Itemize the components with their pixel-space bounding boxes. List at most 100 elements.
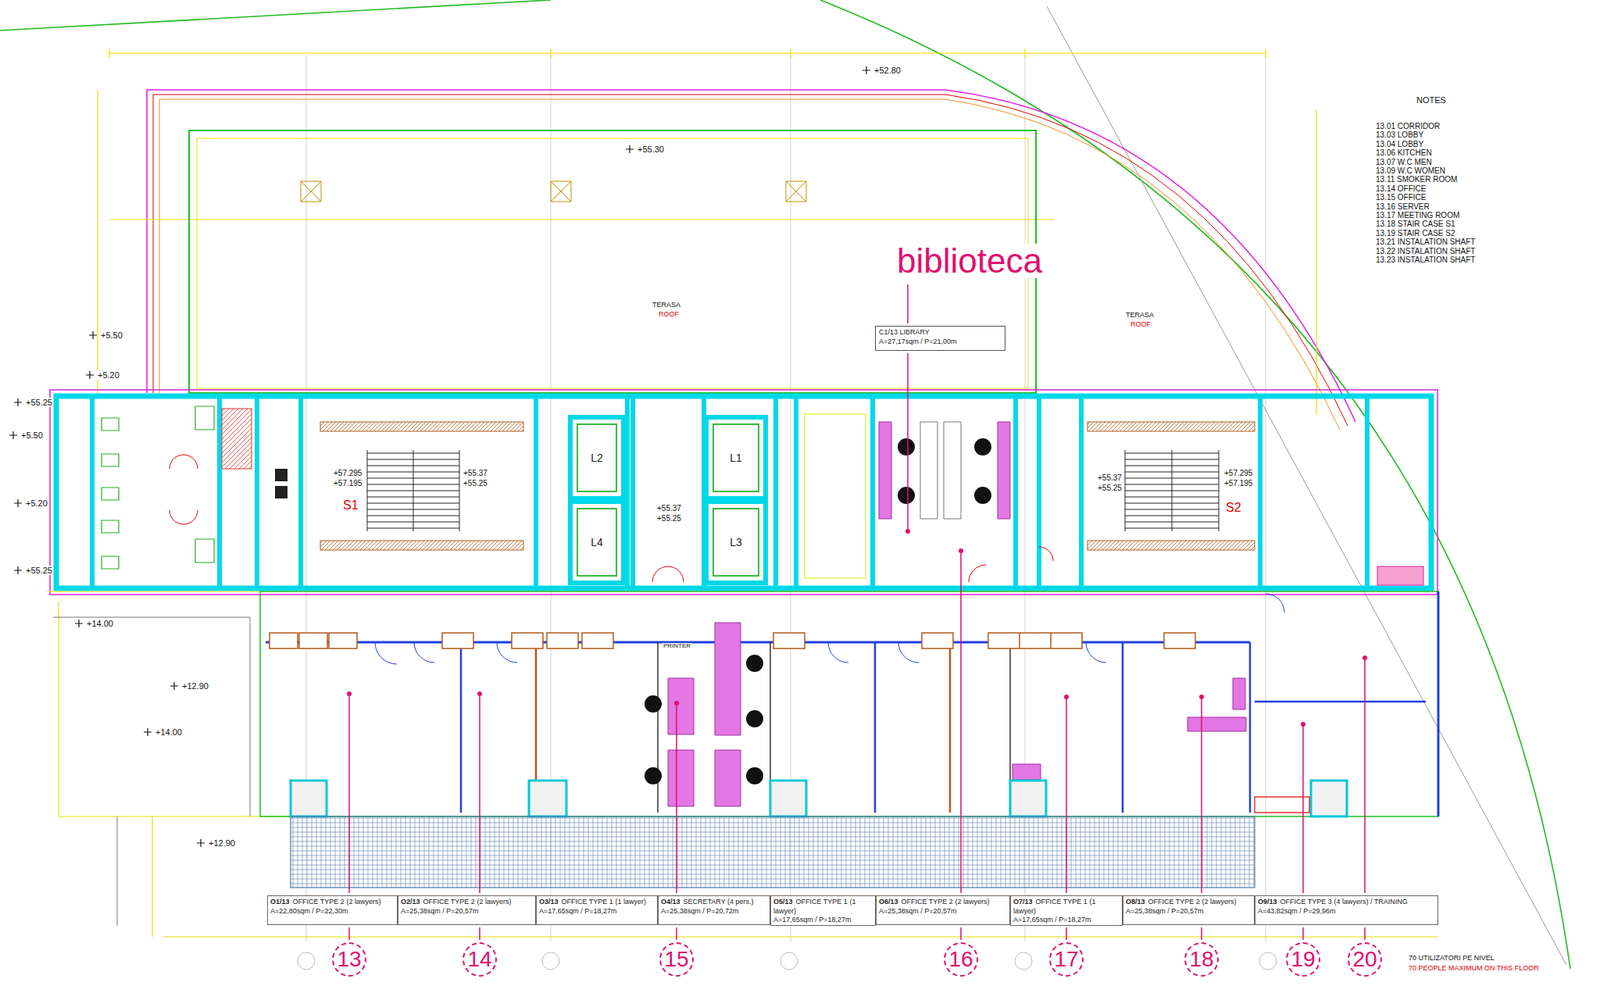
level-mark: +55.25 [656,514,683,523]
room-code: O6/13 [878,897,899,906]
note-item: 13.07 W.C MEN [1375,157,1433,167]
room-code: O5/13 [773,897,793,906]
stair-label: S1 [342,498,360,513]
office-wall [265,591,1439,817]
room-area: A=25,38sqm / P=20,57m [1125,907,1252,917]
room-code: O2/13 [400,897,421,906]
level-mark: +57.295 [1223,468,1254,478]
room-code: O3/13 [539,897,559,906]
leader-line [349,284,1365,940]
callout-circle: 17 [1049,942,1084,977]
callout-circle: 19 [1285,942,1321,977]
callout-number: 17 [1053,946,1079,972]
callout-circle: 13 [332,942,367,977]
stair-label: S2 [1225,500,1243,515]
callout-circle: 20 [1347,942,1383,977]
room-area: A=17,65sqm / P=18,27m [1013,915,1120,925]
lift-box: L2 [576,423,618,493]
room-area: A=43,82sqm / P=29,96m [1257,907,1436,917]
library-box: C1/13 LIBRARYA=27,17sqm / P=21,00m [875,325,1006,351]
balcony-hatch [290,816,1255,888]
level-mark: +55.37 [1096,473,1123,483]
room-area: A=17,65sqm / P=18,27m [773,915,873,925]
lift-box: L1 [712,423,760,493]
stair-rail [1087,540,1255,550]
callout-number: 20 [1352,946,1377,972]
library-table [920,421,961,519]
level-mark: +5.20 [96,370,121,380]
chair-symbol [644,654,764,785]
chair-symbol [897,438,992,504]
room-area: A=22,80sqm / P=22,30m [270,907,395,917]
level-mark: +14.00 [154,727,183,737]
left-outline [46,591,1439,937]
note-item: 13.03 LOBBY [1375,130,1425,140]
note-item: 13.18 STAIR CASE S1 [1375,219,1457,229]
room-area: A=25,38sqm / P=20,57m [400,907,533,917]
door-swing [375,593,1285,665]
level-mark: +55.25 [462,478,489,488]
note-item: 13.01 CORRIDOR [1375,121,1441,131]
stair-rail [320,540,524,550]
roof-label: ROOF [1129,321,1152,329]
lift-label: L1 [729,451,743,465]
terrace-label: TERASA [651,301,682,310]
level-mark: +55.37 [656,503,683,513]
note-item: 13.04 LOBBY [1375,139,1425,149]
dimension-line [97,48,1317,415]
interior-wall [92,396,1368,589]
room-title: OFFICE TYPE 1 (1 lawyer) [561,897,647,906]
room-table-cell: O5/13OFFICE TYPE 1 (1 lawyer)A=17,65sqm … [770,895,876,926]
wc-fixture [101,406,215,569]
level-mark: +14.00 [85,618,115,629]
partition [657,642,1011,813]
roof-label: ROOF [657,310,680,319]
level-mark: +5.50 [100,330,124,340]
level-mark: +55.37 [462,468,489,478]
level-mark: +12.90 [207,838,236,848]
level-mark: +55.25 [25,397,54,408]
note-item: 13.09 W.C WOMEN [1375,166,1447,175]
lift-label: L4 [590,535,604,549]
note-item: 13.15 OFFICE [1375,192,1427,202]
cabinet [1254,796,1310,813]
note-item: 13.16 SERVER [1375,202,1431,211]
server-rack [804,414,866,579]
note-item: 13.11 SMOKER ROOM [1375,175,1458,184]
library-title: C1/13 LIBRARY [878,328,1002,338]
note-item: 13.23 INSTALATION SHAFT [1375,255,1476,265]
callout-number: 19 [1290,946,1315,972]
room-area: A=25,38sqm / P=20,57m [878,907,1008,917]
room-table-cell: O6/13OFFICE TYPE 2 (2 lawyers)A=25,38sqm… [875,895,1011,925]
level-mark: +52.80 [873,65,902,75]
left-outline [53,617,250,926]
notes-heading: NOTES [1415,95,1447,105]
room-table-cell: O2/13OFFICE TYPE 2 (2 lawyers)A=25,38sqm… [397,895,536,925]
stair-rail [320,421,524,432]
level-mark: +5.20 [25,498,49,508]
note-item: 13.14 OFFICE [1375,184,1427,193]
level-mark: +57.195 [1223,478,1254,488]
lift-shaft [570,417,624,499]
partition [535,642,950,813]
callout-number: 16 [948,946,973,972]
skylight-symbol [300,181,807,202]
room-code: O1/13 [270,897,290,906]
equipment-label: PRINTER [662,642,692,650]
shaft-hatch [221,408,252,469]
callout-circle: 18 [1184,942,1219,977]
note-item: 13.19 STAIR CASE S2 [1375,228,1457,238]
room-title: OFFICE TYPE 2 (2 lawyers) [423,897,512,906]
pink-panel [1377,566,1424,586]
lift-shaft [706,417,766,499]
stair-rail [1087,421,1255,432]
room-callout-label: biblioteca [896,243,1043,279]
stair-treads [367,450,460,532]
core-wall [56,396,1432,589]
room-code: O8/13 [1125,897,1146,906]
level-cross [9,66,871,847]
note-item: 13.17 MEETING ROOM [1375,210,1461,220]
kitchen-unit [275,468,288,499]
room-table-cell: O8/13OFFICE TYPE 2 (2 lawyers)A=25,38sqm… [1122,895,1255,925]
callout-number: 18 [1189,946,1214,972]
